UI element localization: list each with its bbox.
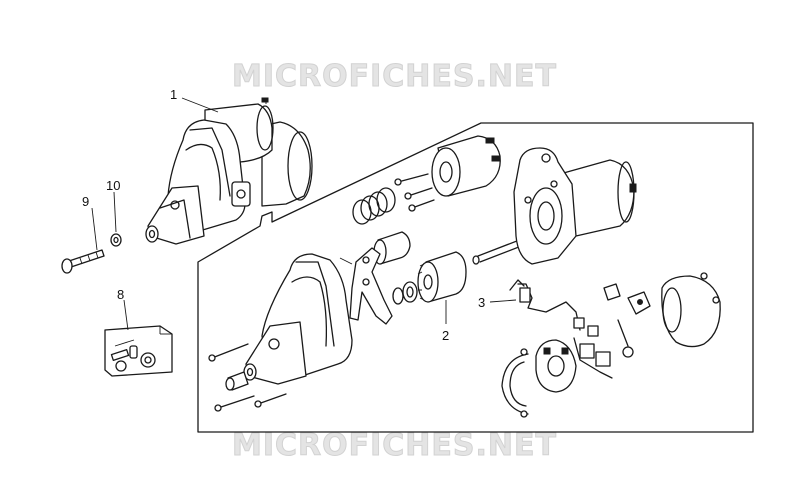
callout-label-9: 9 (82, 194, 89, 209)
bolt-part-9 (61, 249, 105, 274)
return-spring (352, 187, 396, 225)
callout-2: 2 (442, 300, 449, 343)
pinion-drive-part-2 (417, 251, 467, 303)
callout-label-1: 1 (170, 87, 177, 102)
watermark-top: MICROFICHES.NET (232, 59, 557, 94)
callout-3: 3 (478, 295, 517, 310)
callout-label-2: 2 (442, 328, 449, 343)
engagement-fork-lever (339, 247, 393, 325)
starter-motor-assembly (145, 97, 313, 245)
callout-8: 8 (117, 287, 129, 331)
callout-10: 10 (106, 178, 120, 233)
callout-9: 9 (82, 194, 98, 251)
callout-label-10: 10 (106, 178, 120, 193)
washer-part-10 (110, 233, 122, 247)
brush-holder-part-3 (509, 279, 634, 379)
motor-yoke (513, 147, 637, 265)
cover-band (661, 272, 721, 348)
housing-screws (208, 343, 287, 412)
solenoid-plunger (373, 231, 411, 265)
kit-part-8 (104, 325, 173, 377)
callout-1: 1 (170, 87, 219, 113)
brush-plate (535, 339, 577, 393)
exploded-view-frame (197, 122, 754, 433)
drive-end-housing (243, 253, 353, 385)
snap-rings (392, 281, 418, 305)
watermark-bottom: MICROFICHES.NET (232, 428, 557, 463)
brushes-and-block (603, 283, 651, 315)
callout-label-8: 8 (117, 287, 124, 302)
solenoid-switch (431, 135, 501, 197)
callout-label-3: 3 (478, 295, 485, 310)
solenoid-screws (394, 173, 435, 212)
end-cover-gasket (501, 348, 529, 418)
